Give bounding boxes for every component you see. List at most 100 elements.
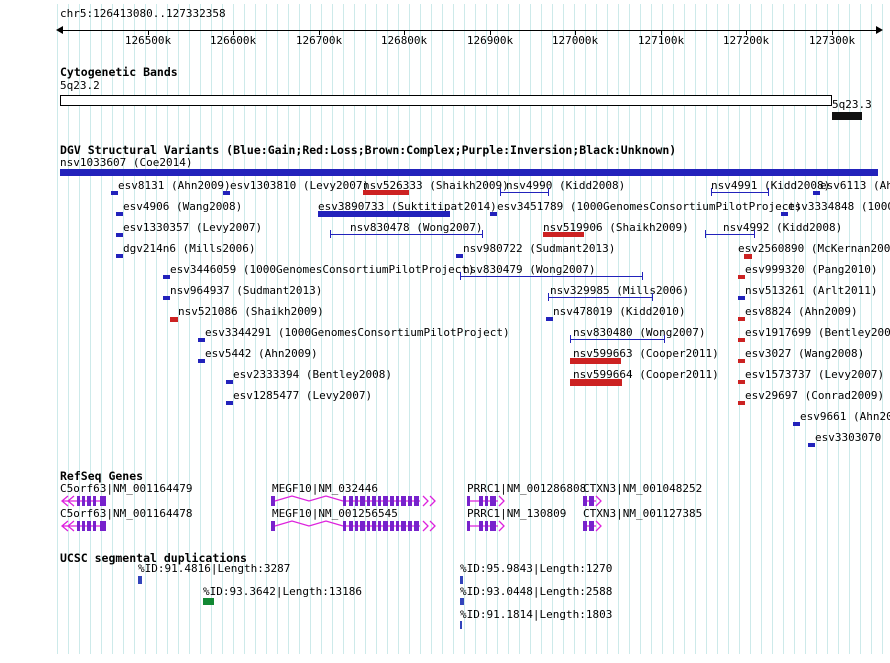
dgv-variant-label[interactable]: esv1917699 (Bentley2008) (745, 326, 890, 339)
dgv-variant-bar[interactable] (456, 254, 463, 258)
gene-label[interactable]: CTXN3|NM_001048252 (583, 482, 703, 495)
dgv-variant-label[interactable]: esv3890733 (Suktitipat2014) (318, 200, 497, 213)
dgv-variant-label[interactable]: esv3027 (Wang2008) (745, 347, 865, 360)
dgv-variant-label[interactable]: esv4906 (Wang2008) (123, 200, 243, 213)
dgv-variant-label[interactable]: esv9661 (Ahn2009) (800, 410, 890, 423)
dgv-variant-label[interactable]: esv3303070 ( (815, 431, 890, 444)
segdup-bar[interactable] (138, 576, 142, 584)
dgv-variant-bar[interactable] (781, 212, 788, 216)
dgv-variant-bar[interactable] (813, 191, 820, 195)
dgv-variant-bar[interactable] (460, 272, 643, 280)
dgv-variant-bar[interactable] (738, 401, 745, 405)
dgv-variant-bar[interactable] (546, 317, 553, 321)
segdup-label[interactable]: %ID:91.4816|Length:3287 (138, 562, 291, 575)
dgv-variant-label[interactable]: esv6113 (Ahn2009) (820, 179, 890, 192)
dgv-variant-bar[interactable] (500, 188, 549, 196)
dgv-variant-label[interactable]: esv8824 (Ahn2009) (745, 305, 858, 318)
segdup-label[interactable]: %ID:95.9843|Length:1270 (460, 562, 613, 575)
cytoband-bar-right[interactable] (832, 112, 862, 120)
dgv-variant-bar[interactable] (738, 338, 745, 342)
dgv-variant-bar[interactable] (738, 359, 745, 363)
dgv-variant-bar[interactable] (570, 358, 621, 364)
dgv-variant-bar[interactable] (738, 296, 745, 300)
segdup-bar[interactable] (460, 621, 462, 629)
cytoband-bar[interactable] (60, 95, 832, 106)
dgv-variant-label[interactable]: nsv599664 (Cooper2011) (573, 368, 719, 381)
dgv-variant-label[interactable]: nsv513261 (Arlt2011) (745, 284, 878, 297)
dgv-variant-bar[interactable] (116, 233, 123, 237)
segdup-label[interactable]: %ID:93.3642|Length:13186 (203, 585, 362, 598)
dgv-variant-label[interactable]: esv3334848 (1000GenomesConsortiumPilotPr… (788, 200, 890, 213)
dgv-variant-bar[interactable] (548, 293, 653, 301)
dgv-variant-bar[interactable] (60, 169, 878, 176)
dgv-variant-bar[interactable] (363, 190, 409, 195)
dgv-variant-label[interactable]: dgv214n6 (Mills2006) (123, 242, 256, 255)
segdup-label[interactable]: %ID:91.1814|Length:1803 (460, 608, 613, 621)
dgv-variant-bar[interactable] (163, 275, 170, 279)
dgv-variant-bar[interactable] (793, 422, 800, 426)
gene-label[interactable]: MEGF10|NM_032446 (272, 482, 378, 495)
dgv-variant-label[interactable]: esv29697 (Conrad2009) (745, 389, 885, 402)
gene-label[interactable]: CTXN3|NM_001127385 (583, 507, 703, 520)
dgv-variant-bar[interactable] (705, 230, 755, 238)
dgv-variant-bar[interactable] (226, 380, 233, 384)
dgv-variant-label[interactable]: nsv478019 (Kidd2010) (553, 305, 686, 318)
dgv-variant-bar[interactable] (223, 191, 230, 195)
dgv-variant-bar[interactable] (711, 188, 769, 196)
dgv-variant-bar[interactable] (738, 317, 745, 321)
dgv-variant-bar[interactable] (570, 379, 622, 386)
dgv-variant-label[interactable]: nsv526333 (Shaikh2009) (363, 179, 509, 192)
gene-glyph-c5orf63[interactable] (60, 520, 106, 532)
gene-glyph-megf10[interactable] (271, 520, 436, 532)
segdup-bar[interactable] (460, 598, 464, 605)
dgv-variant-label[interactable]: nsv519906 (Shaikh2009) (543, 221, 689, 234)
cytoband-label[interactable]: 5q23.2 (60, 79, 100, 92)
gene-glyph-prrc1[interactable] (467, 495, 507, 507)
dgv-variant-bar[interactable] (738, 275, 745, 279)
dgv-variant-label[interactable]: esv3451789 (1000GenomesConsortiumPilotPr… (497, 200, 802, 213)
dgv-variant-label[interactable]: esv3446059 (1000GenomesConsortiumPilotPr… (170, 263, 475, 276)
dgv-variant-bar[interactable] (490, 212, 497, 216)
dgv-variant-label[interactable]: nsv964937 (Sudmant2013) (170, 284, 323, 297)
dgv-variant-bar[interactable] (170, 317, 178, 322)
dgv-variant-bar[interactable] (111, 191, 118, 195)
dgv-variant-label[interactable]: nsv1033607 (Coe2014) (60, 156, 193, 169)
dgv-variant-label[interactable]: esv3344291 (1000GenomesConsortiumPilotPr… (205, 326, 510, 339)
dgv-variant-label[interactable]: esv8131 (Ahn2009) (118, 179, 231, 192)
dgv-variant-label[interactable]: esv999320 (Pang2010) (745, 263, 878, 276)
dgv-variant-label[interactable]: nsv599663 (Cooper2011) (573, 347, 719, 360)
gene-label[interactable]: PRRC1|NM_001286808 (467, 482, 587, 495)
dgv-variant-label[interactable]: nsv521086 (Shaikh2009) (178, 305, 324, 318)
gene-glyph-prrc1[interactable] (467, 520, 507, 532)
dgv-variant-label[interactable]: esv1303810 (Levy2007) (230, 179, 370, 192)
dgv-variant-bar[interactable] (570, 335, 665, 343)
dgv-variant-bar[interactable] (198, 338, 205, 342)
dgv-variant-bar[interactable] (318, 211, 450, 217)
dgv-variant-bar[interactable] (198, 359, 205, 363)
gene-label[interactable]: PRRC1|NM_130809 (467, 507, 567, 520)
dgv-variant-label[interactable]: esv1573737 (Levy2007) (745, 368, 885, 381)
dgv-variant-bar[interactable] (808, 443, 815, 447)
dgv-variant-bar[interactable] (543, 232, 584, 237)
dgv-variant-bar[interactable] (116, 212, 123, 216)
gene-glyph-megf10[interactable] (271, 495, 436, 507)
dgv-variant-bar[interactable] (226, 401, 233, 405)
gene-glyph-c5orf63[interactable] (60, 495, 106, 507)
gene-glyph-ctxn3[interactable] (583, 520, 603, 532)
dgv-variant-label[interactable]: nsv980722 (Sudmant2013) (463, 242, 616, 255)
segdup-bar[interactable] (460, 576, 463, 584)
dgv-variant-bar[interactable] (163, 296, 170, 300)
gene-label[interactable]: C5orf63|NM_001164479 (60, 482, 193, 495)
dgv-variant-bar[interactable] (330, 230, 483, 238)
dgv-variant-label[interactable]: esv2333394 (Bentley2008) (233, 368, 392, 381)
dgv-variant-label[interactable]: esv5442 (Ahn2009) (205, 347, 318, 360)
gene-label[interactable]: C5orf63|NM_001164478 (60, 507, 193, 520)
dgv-variant-label[interactable]: esv1285477 (Levy2007) (233, 389, 373, 402)
dgv-variant-bar[interactable] (738, 380, 745, 384)
segdup-bar[interactable] (203, 598, 214, 605)
cytoband-label-right[interactable]: 5q23.3 (832, 98, 872, 111)
dgv-variant-label[interactable]: esv1330357 (Levy2007) (123, 221, 263, 234)
dgv-variant-bar[interactable] (744, 254, 752, 259)
dgv-variant-bar[interactable] (116, 254, 123, 258)
gene-glyph-ctxn3[interactable] (583, 495, 603, 507)
